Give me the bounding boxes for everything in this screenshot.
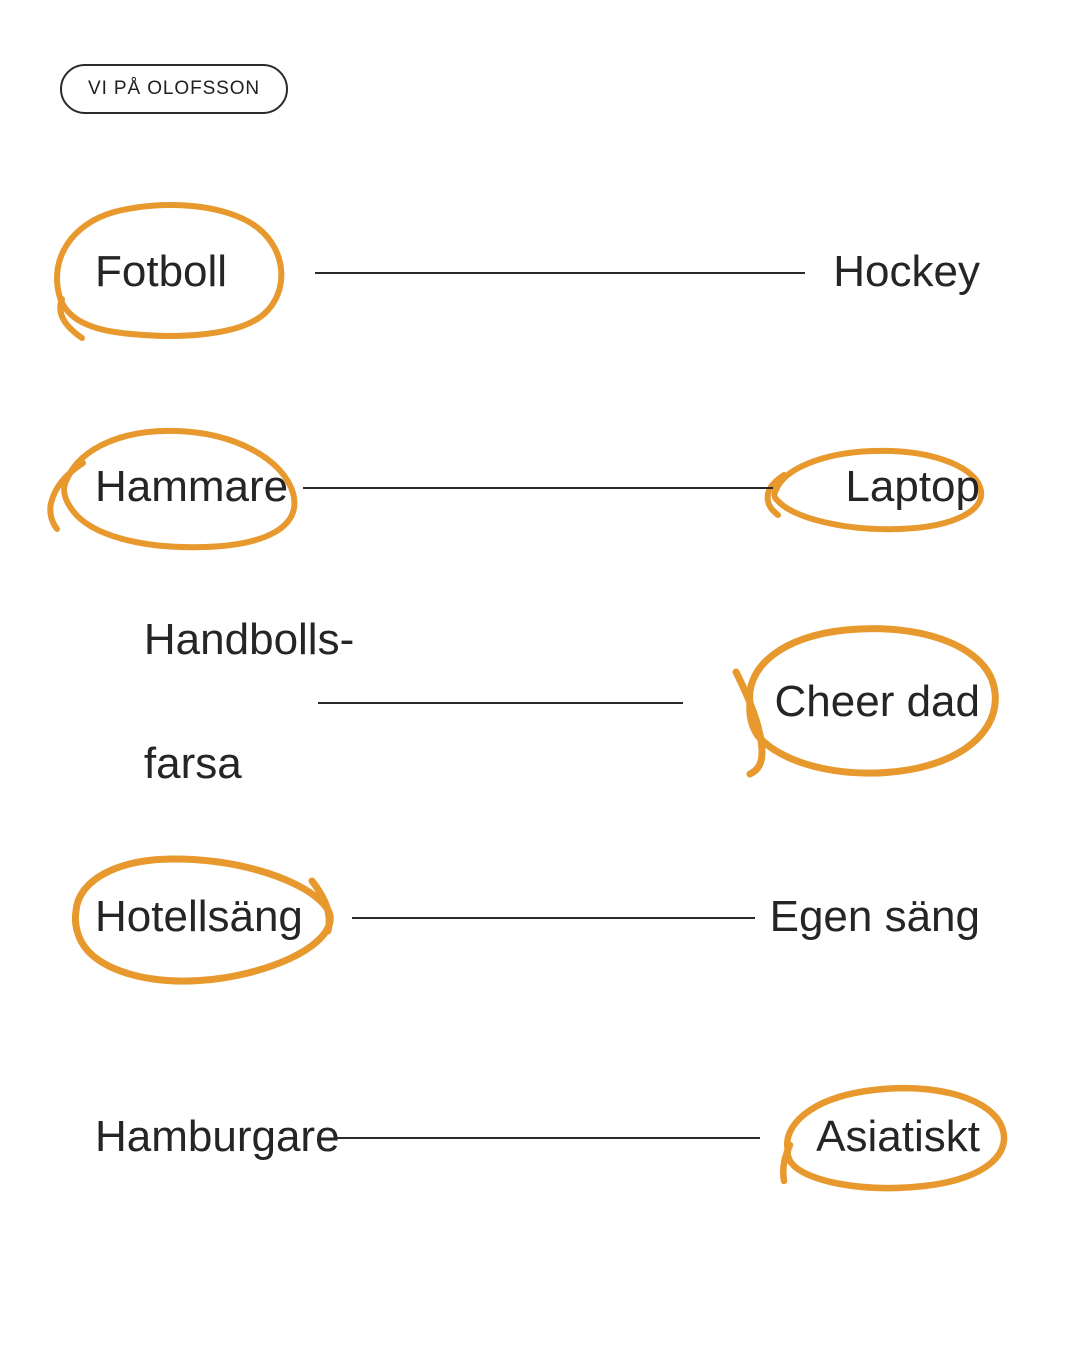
- option-right-row-5[interactable]: Asiatiskt: [816, 1112, 980, 1161]
- option-left-row-2[interactable]: Hammare: [95, 462, 289, 511]
- option-left-row-3-line2: farsa: [143, 739, 242, 788]
- option-left-row-4[interactable]: Hotellsäng: [95, 892, 303, 941]
- option-left-row-1[interactable]: Fotboll: [95, 247, 228, 296]
- badge-vi-pa-olofsson: VI PÅ OLOFSSON: [60, 64, 289, 114]
- connector-row-1: [315, 272, 805, 274]
- badge-label: VI PÅ OLOFSSON: [88, 78, 261, 99]
- connector-row-2: [303, 487, 773, 489]
- option-right-row-1[interactable]: Hockey: [833, 247, 980, 296]
- option-left-row-3-line1: Handbolls-: [143, 615, 355, 664]
- connector-row-4: [352, 917, 755, 919]
- connector-row-5: [335, 1137, 760, 1139]
- option-right-row-2[interactable]: Laptop: [845, 462, 980, 511]
- option-right-row-3[interactable]: Cheer dad: [774, 677, 980, 726]
- option-left-row-3[interactable]: Handbolls- farsa: [95, 547, 354, 857]
- option-left-row-5[interactable]: Hamburgare: [95, 1112, 340, 1161]
- connector-row-3: [318, 702, 683, 704]
- option-right-row-4[interactable]: Egen säng: [769, 892, 980, 941]
